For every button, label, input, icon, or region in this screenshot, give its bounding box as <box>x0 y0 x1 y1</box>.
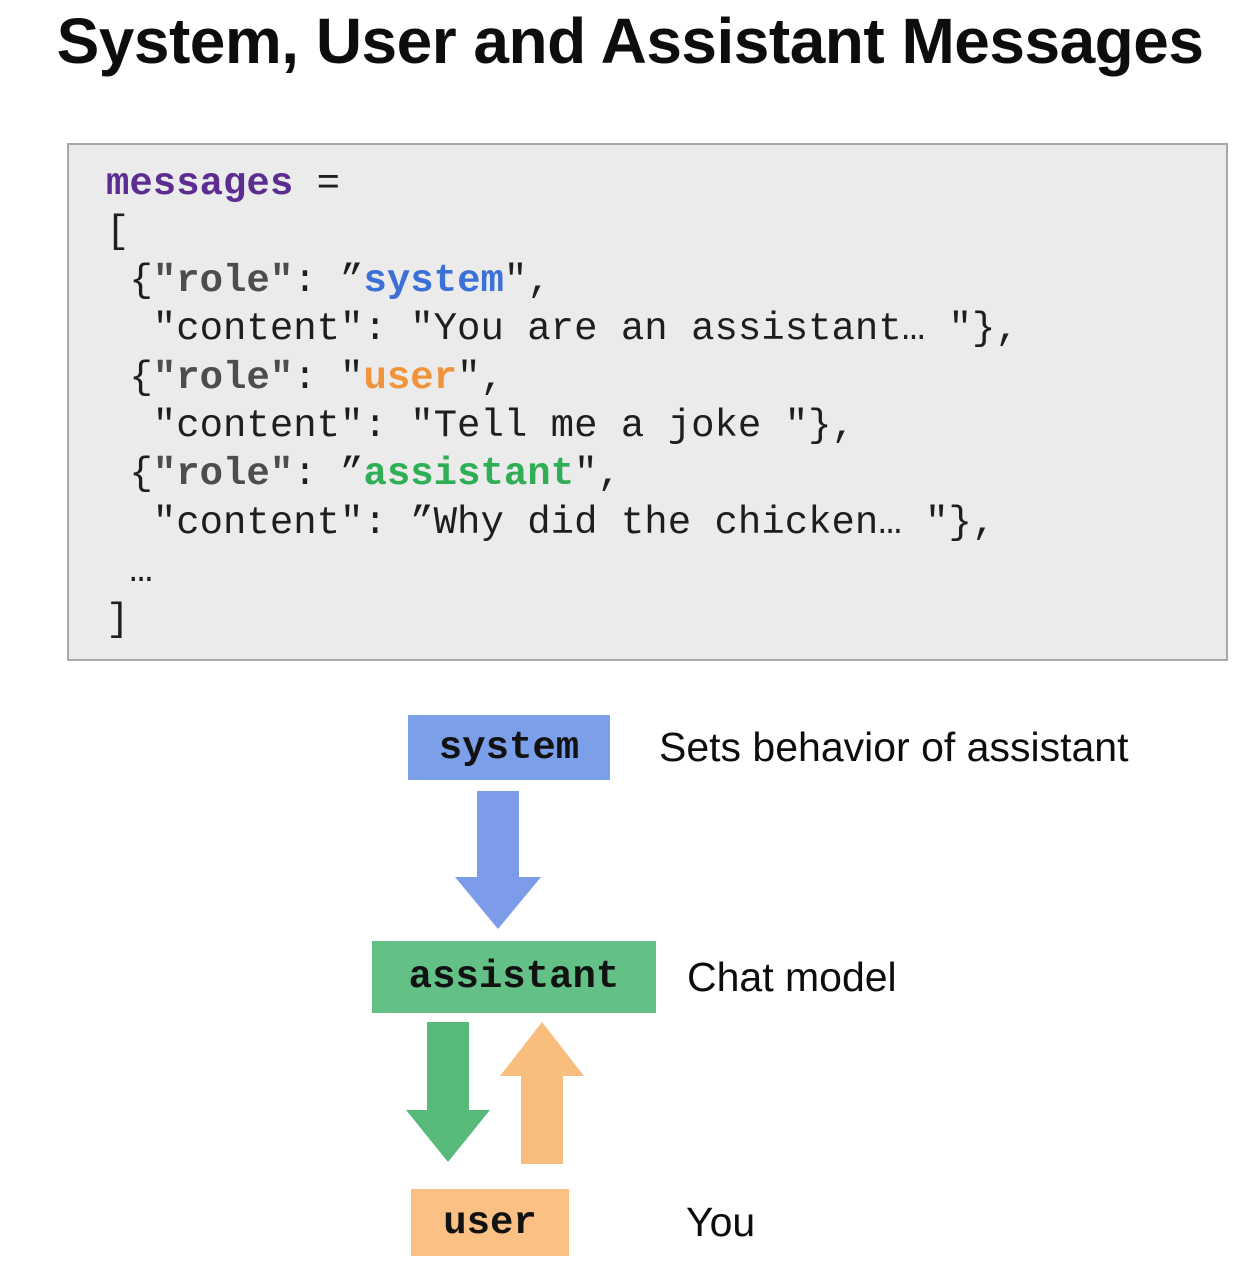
code-segment: system <box>363 258 504 303</box>
code-segment: = <box>293 162 341 206</box>
arrow-assistant-to-user <box>406 1022 490 1162</box>
arrow-system-to-assistant <box>455 791 541 929</box>
node-user: user <box>411 1189 569 1256</box>
code-segment: { <box>106 258 153 303</box>
code-segment: "role" <box>152 258 294 303</box>
code-line: {"role": ”system", <box>106 257 1226 305</box>
node-assistant: assistant <box>372 941 656 1013</box>
code-content: messages =[ {"role": ”system", "content"… <box>69 145 1226 644</box>
code-segment: : ” <box>293 258 364 303</box>
node-assistant-description: Chat model <box>687 953 897 1000</box>
code-segment: ", <box>503 258 551 303</box>
code-segment: "content": "You are an assistant… "}, <box>106 307 1019 352</box>
code-line: {"role": "user", <box>106 354 1226 402</box>
code-line: "content": "Tell me a joke "}, <box>106 402 1226 450</box>
code-segment: : " <box>293 355 364 400</box>
code-segment: … <box>106 549 153 594</box>
code-line: "content": ”Why did the chicken… "}, <box>106 499 1226 547</box>
page-title: System, User and Assistant Messages <box>56 5 1204 77</box>
code-line: ] <box>106 596 1226 644</box>
code-segment: assistant <box>363 452 575 497</box>
down-arrow-icon <box>406 1022 490 1162</box>
code-segment: "role" <box>152 452 294 497</box>
code-segment: ", <box>574 452 621 497</box>
node-system-label: system <box>438 725 580 770</box>
code-block: messages =[ {"role": ”system", "content"… <box>67 143 1228 661</box>
code-segment: { <box>106 355 153 400</box>
node-system: system <box>408 715 610 780</box>
code-line: … <box>106 547 1226 595</box>
code-segment: : ” <box>293 452 364 497</box>
code-segment: { <box>106 452 153 497</box>
code-segment: user <box>363 355 458 400</box>
code-segment: [ <box>106 210 130 255</box>
code-segment: "content": ”Why did the chicken… "}, <box>106 500 996 545</box>
up-arrow-icon <box>500 1022 584 1164</box>
node-system-description: Sets behavior of assistant <box>659 724 1129 770</box>
code-segment: messages <box>106 162 294 206</box>
code-segment: "content": "Tell me a joke "}, <box>106 404 855 449</box>
code-line: {"role": ”assistant", <box>106 450 1226 498</box>
code-line: "content": "You are an assistant… "}, <box>106 305 1226 353</box>
code-line: messages = <box>106 160 1226 208</box>
node-user-description: You <box>686 1199 756 1245</box>
down-arrow-icon <box>455 791 541 929</box>
code-segment: ", <box>457 355 504 400</box>
code-segment: ] <box>106 597 130 642</box>
code-line: [ <box>106 208 1226 256</box>
node-assistant-label: assistant <box>408 955 620 999</box>
code-segment: "role" <box>152 355 294 400</box>
arrow-user-to-assistant <box>500 1022 584 1164</box>
node-user-label: user <box>443 1200 537 1245</box>
